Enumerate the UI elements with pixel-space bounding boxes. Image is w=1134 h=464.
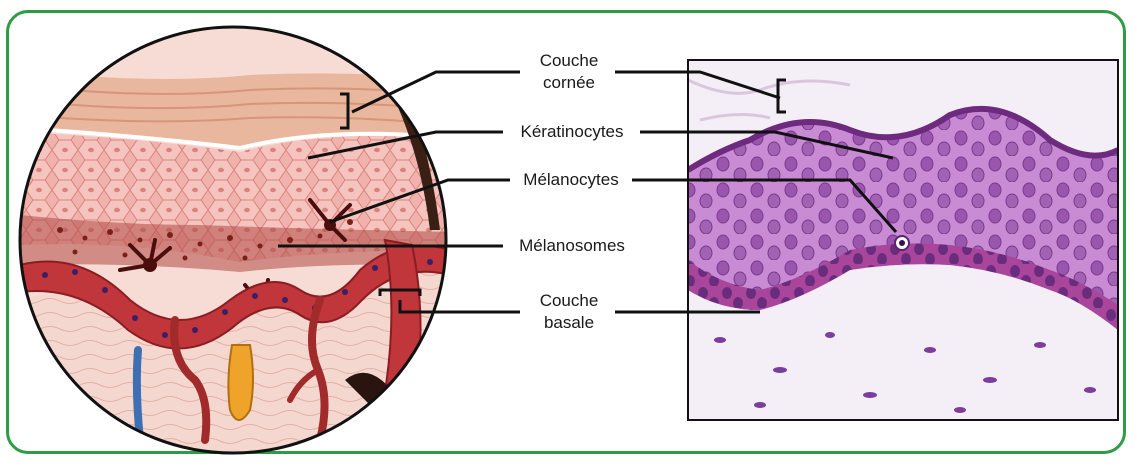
label-couche-cornee: Couche cornée [523,50,615,94]
label-melanosomes: Mélanosomes [504,235,640,257]
label-couche-basale-line1: Couche [527,290,611,312]
label-melanocytes: Mélanocytes [510,169,632,191]
label-keratinocytes: Kératinocytes [504,121,640,143]
label-couche-cornee-line1: Couche [527,50,611,72]
label-couche-basale: Couche basale [523,290,615,334]
histology-photo [688,60,1118,420]
label-couche-cornee-line2: cornée [527,72,611,94]
label-couche-basale-line2: basale [527,312,611,334]
